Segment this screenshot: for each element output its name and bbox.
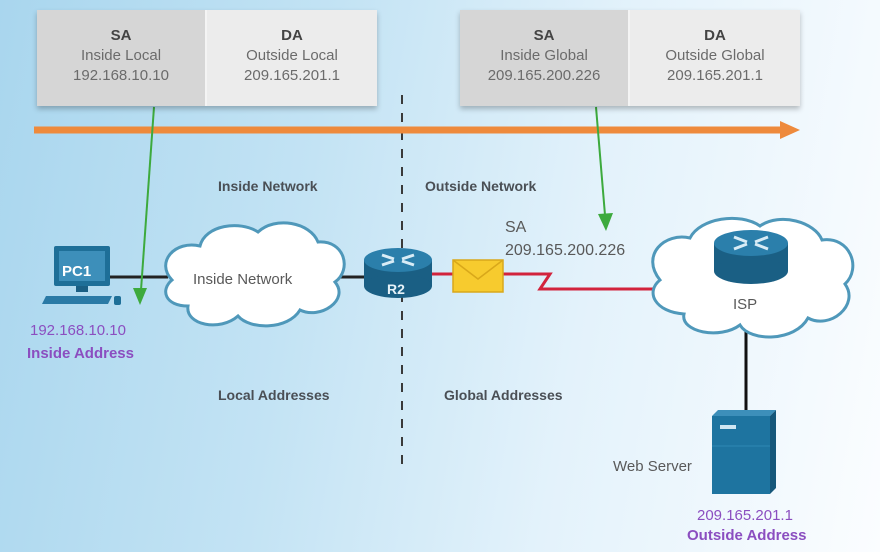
- da-type: Outside Local: [246, 47, 338, 64]
- serial-link: [428, 272, 658, 291]
- da-title: DA: [281, 27, 303, 44]
- router-label: R2: [387, 281, 405, 297]
- server-address-role: Outside Address: [687, 527, 807, 544]
- pc-icon: [42, 246, 121, 305]
- outside-sa-field: SA Inside Global 209.165.200.226: [460, 10, 630, 106]
- sa-title: SA: [533, 27, 555, 44]
- da-address: 209.165.201.1: [667, 67, 763, 84]
- outside-da-field: DA Outside Global 209.165.201.1: [630, 10, 800, 106]
- local-addresses-label: Local Addresses: [218, 387, 330, 403]
- sa-title: SA: [110, 27, 132, 44]
- packet-sa-address: 209.165.200.226: [505, 242, 626, 259]
- da-type: Outside Global: [665, 47, 765, 64]
- web-server-icon: [712, 410, 776, 494]
- inside-local-pointer-arrow: [133, 106, 155, 305]
- outside-network-label: Outside Network: [425, 178, 537, 194]
- da-address: 209.165.201.1: [244, 67, 340, 84]
- server-ip-address: 209.165.201.1: [697, 507, 793, 524]
- inside-network-cloud: [164, 221, 346, 328]
- pc-label: PC1: [62, 263, 92, 280]
- web-server-label: Web Server: [613, 458, 692, 475]
- isp-router-icon: [714, 230, 788, 284]
- sa-type: Inside Local: [80, 47, 162, 64]
- packet-sa-label: SA: [505, 219, 527, 236]
- global-addresses-label: Global Addresses: [444, 387, 563, 403]
- inside-packet-header: SA Inside Local 192.168.10.10 DA Outside…: [37, 10, 377, 106]
- da-title: DA: [704, 27, 726, 44]
- inside-da-field: DA Outside Local 209.165.201.1: [207, 10, 377, 106]
- pc-ip-address: 192.168.10.10: [30, 322, 126, 339]
- sa-address: 209.165.200.226: [487, 67, 601, 84]
- envelope-icon: [452, 259, 504, 293]
- inside-sa-field: SA Inside Local 192.168.10.10: [37, 10, 207, 106]
- inside-cloud-label: Inside Network: [193, 271, 293, 288]
- inside-global-pointer-arrow: [595, 106, 613, 231]
- isp-label: ISP: [733, 296, 758, 313]
- pc-address-role: Inside Address: [27, 345, 134, 362]
- outside-packet-header: SA Inside Global 209.165.200.226 DA Outs…: [460, 10, 800, 106]
- traffic-flow-arrow: [34, 121, 800, 139]
- inside-network-label: Inside Network: [218, 178, 318, 194]
- sa-type: Inside Global: [500, 47, 588, 64]
- sa-address: 192.168.10.10: [73, 67, 169, 84]
- router-icon: [364, 248, 432, 298]
